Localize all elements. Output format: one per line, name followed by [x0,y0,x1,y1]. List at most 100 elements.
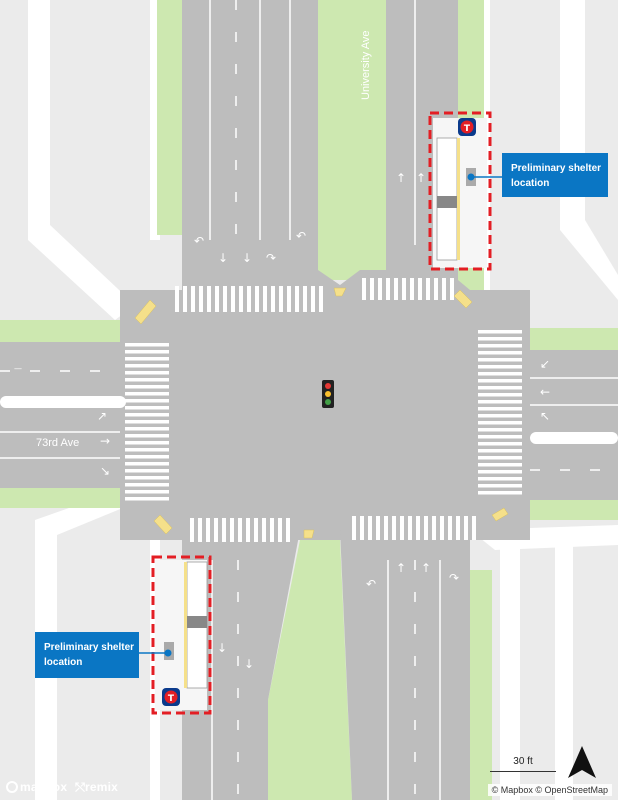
svg-text:↶: ↶ [366,577,376,591]
svg-text:↑: ↑ [421,561,431,575]
crosswalk-stripe [478,421,522,425]
crosswalk-stripe [368,516,372,540]
svg-text:↑: ↑ [396,171,406,185]
crosswalk-stripe [214,518,218,542]
svg-text:↑: ↑ [416,171,426,185]
svg-text:T: T [168,694,175,704]
svg-text:↗: ↗ [97,409,107,423]
crosswalk-stripe [362,278,366,300]
crosswalk-stripe [464,516,468,540]
crosswalk-stripe [125,350,169,354]
remix-logo[interactable]: ⤲remix [75,780,119,794]
crosswalk-stripe [207,286,211,312]
crosswalk-stripe [125,371,169,375]
crosswalk-stripe [270,518,274,542]
crosswalk-stripe [408,516,412,540]
crosswalk-stripe [279,286,283,312]
crosswalk-stripe [392,516,396,540]
crosswalk-stripe [478,358,522,362]
crosswalk-stripe [125,483,169,487]
mapbox-logo[interactable]: mapbox [6,778,67,796]
svg-text:T: T [464,124,471,134]
crosswalk-stripe [125,462,169,466]
crosswalk-stripe [255,286,259,312]
crosswalk-stripe [400,516,404,540]
crosswalk-stripe [125,497,169,501]
crosswalk-stripe [416,516,420,540]
callout-line: location [44,657,83,668]
crosswalk-stripe [478,463,522,467]
crosswalk-stripe [478,365,522,369]
crosswalk-stripe [376,516,380,540]
crosswalk-stripe [478,484,522,488]
crosswalk-stripe [432,516,436,540]
crosswalk-stripe [231,286,235,312]
crosswalk-stripe [426,278,430,300]
crosswalk-stripe [262,518,266,542]
svg-text:↖: ↖ [540,409,550,423]
crosswalk-stripe [125,448,169,452]
crosswalk-stripe [478,491,522,495]
crosswalk-stripe [175,286,179,312]
crosswalk-stripe [352,516,356,540]
crosswalk-stripe [478,351,522,355]
svg-text:↘: ↘ [100,464,110,478]
crosswalk-stripe [191,286,195,312]
crosswalk-stripe [125,343,169,347]
crosswalk-stripe [125,476,169,480]
crosswalk-stripe [394,278,398,300]
crosswalk-stripe [278,518,282,542]
crosswalk-stripe [125,364,169,368]
crosswalk-stripe [125,399,169,403]
crosswalk-stripe [448,516,452,540]
crosswalk-stripe [198,518,202,542]
crosswalk-stripe [478,400,522,404]
crosswalk-stripe [199,286,203,312]
street-label-73rd-ave: 73rd Ave [36,437,80,449]
svg-text:↷: ↷ [449,571,459,585]
crosswalk-stripe [434,278,438,300]
crosswalk-stripe [478,442,522,446]
crosswalk-stripe [478,456,522,460]
map-attribution[interactable]: © Mapbox © OpenStreetMap [487,784,612,796]
crosswalk-stripe [402,278,406,300]
crosswalk-stripe [478,407,522,411]
crosswalk-stripe [478,428,522,432]
crosswalk-stripe [287,286,291,312]
svg-text:↓: ↓ [217,641,227,655]
transit-stop-icon[interactable]: T [162,688,180,706]
shelter-callout-ne: Preliminary shelter location [502,153,608,197]
svg-text:↷: ↷ [266,251,276,265]
crosswalk-stripe [478,379,522,383]
crosswalk-stripe [478,414,522,418]
callout-line: Preliminary shelter [511,163,602,174]
crosswalk-stripe [410,278,414,300]
crosswalk-stripe [418,278,422,300]
crosswalk-stripe [125,469,169,473]
north-arrow-icon [568,746,596,778]
svg-text:—: — [14,364,22,373]
crosswalk-stripe [386,278,390,300]
crosswalk-stripe [440,516,444,540]
crosswalk-stripe [311,286,315,312]
crosswalk-stripe [215,286,219,312]
svg-text:↓: ↓ [242,251,252,265]
crosswalk-stripe [472,516,476,540]
crosswalk-stripe [125,392,169,396]
crosswalk-stripe [478,449,522,453]
svg-text:←: ← [540,385,550,399]
crosswalk-stripe [478,386,522,390]
crosswalk-stripe [456,516,460,540]
crosswalk-stripe [223,286,227,312]
transit-stop-icon[interactable]: T [458,118,476,136]
svg-text:↶: ↶ [194,234,204,248]
crosswalk-stripe [246,518,250,542]
crosswalk-stripe [125,413,169,417]
logos: mapbox ⤲remix [6,780,118,794]
crosswalk-stripe [442,278,446,300]
mapbox-logo-icon [6,780,18,793]
crosswalk-stripe [478,477,522,481]
crosswalk-stripe [478,435,522,439]
